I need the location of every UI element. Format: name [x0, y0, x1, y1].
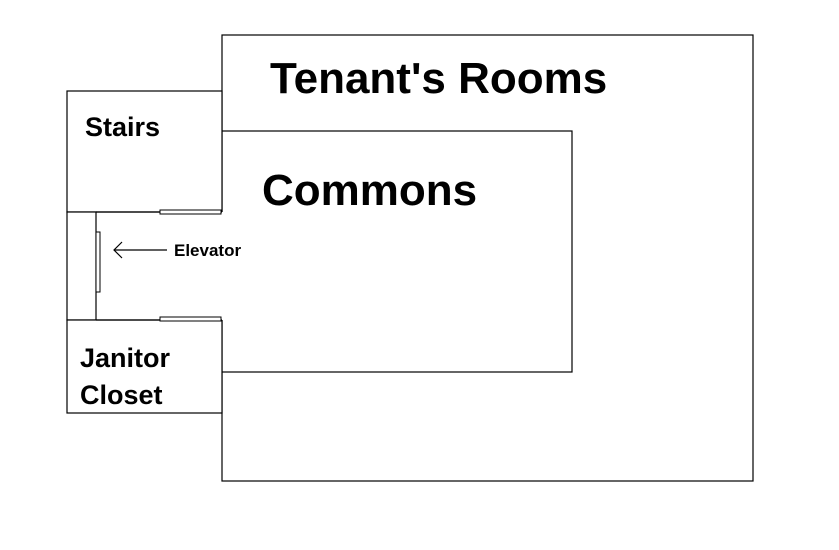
janitor-closet-door	[159, 316, 222, 322]
stairs-door	[159, 209, 222, 215]
tenants-rooms-label: Tenant's Rooms	[270, 54, 607, 103]
commons-label: Commons	[262, 166, 477, 215]
elevator-shaft	[66, 211, 97, 321]
stairs-label: Stairs	[85, 112, 160, 142]
janitor-closet-room	[66, 319, 223, 414]
stairs-room	[66, 90, 223, 213]
janitor-label-line1: Janitor	[80, 343, 171, 373]
elevator-label: Elevator	[174, 241, 241, 260]
elevator-door	[95, 231, 101, 293]
janitor-label-line2: Closet	[80, 380, 163, 410]
commons-room	[221, 130, 573, 373]
elevator-arrow-head	[113, 241, 123, 259]
